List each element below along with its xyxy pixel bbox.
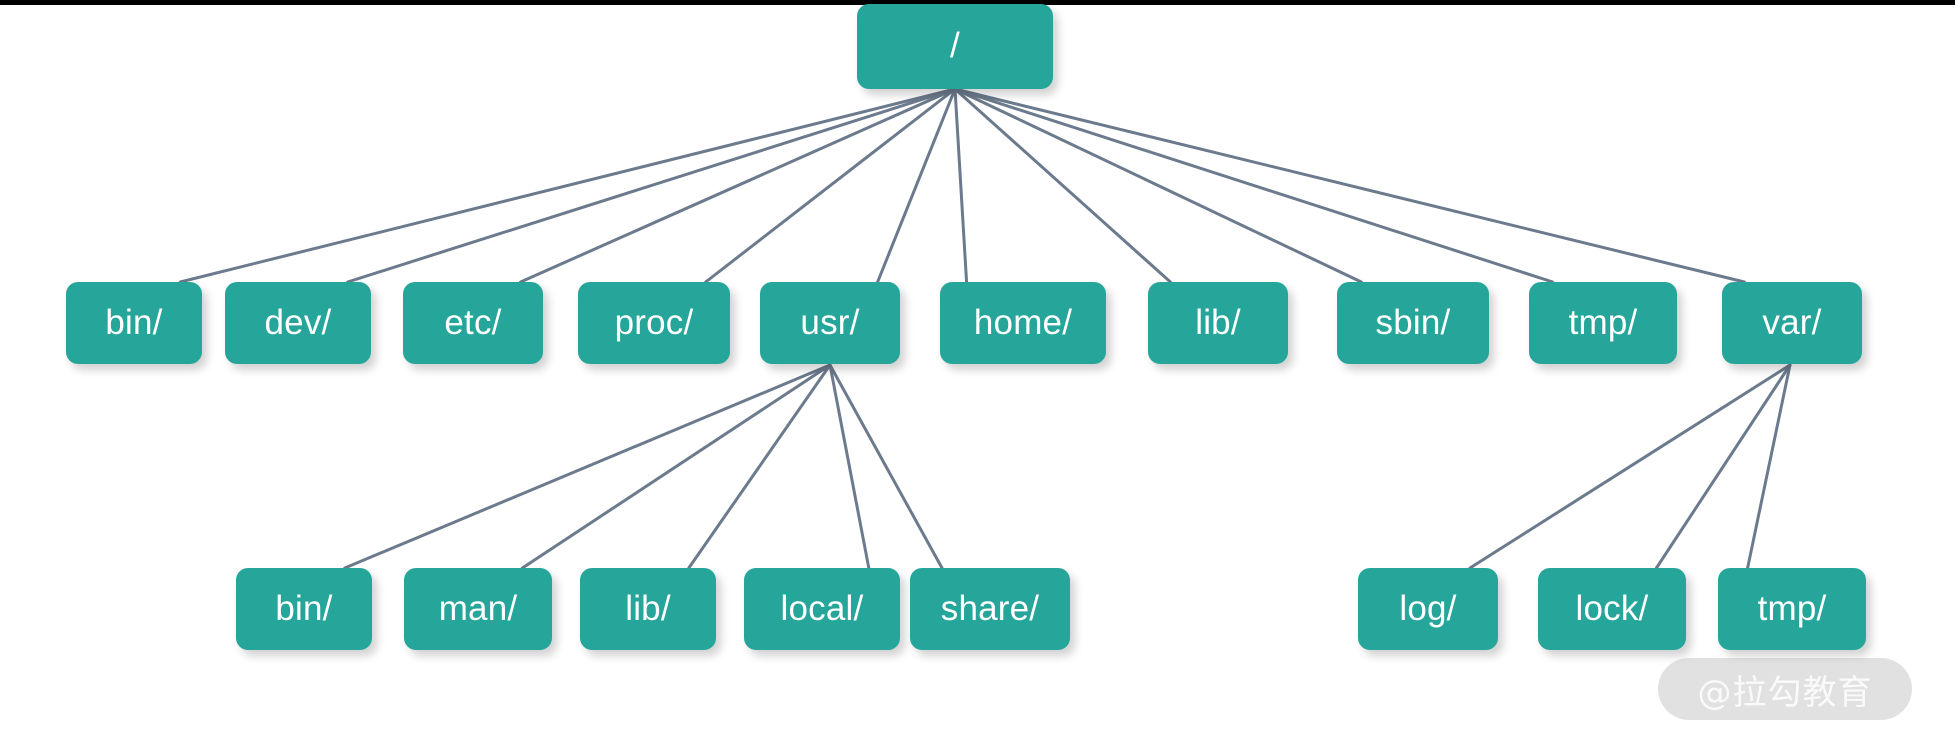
node-usr-lib-label: lib/ [625,588,671,628]
node-sbin[interactable]: sbin/ [1337,282,1489,364]
node-var-tmp-label: tmp/ [1757,588,1827,628]
node-bin-label: bin/ [105,302,163,342]
node-dev[interactable]: dev/ [225,282,371,364]
node-usr-bin[interactable]: bin/ [236,568,372,650]
node-bin[interactable]: bin/ [66,282,202,364]
edge-var-to-var-tmp [1746,363,1792,570]
watermark-badge: @拉勾教育 [1658,658,1912,720]
node-root[interactable]: / [857,4,1053,89]
node-var-lock-label: lock/ [1575,588,1649,628]
edge-usr-to-usr-local [828,363,871,570]
edge-root-to-usr [876,87,957,284]
node-usr-share-label: share/ [940,588,1040,628]
node-dev-label: dev/ [264,302,332,342]
edge-root-to-sbin [953,87,1363,284]
edge-root-to-bin [178,87,957,284]
node-tmp-label: tmp/ [1568,302,1638,342]
node-etc-label: etc/ [444,302,502,342]
edge-root-to-etc [519,87,957,284]
edge-usr-to-usr-lib [687,363,832,570]
edge-var-to-var-lock [1654,363,1792,570]
node-usr-bin-label: bin/ [275,588,333,628]
node-lib-label: lib/ [1195,302,1241,342]
node-sbin-label: sbin/ [1375,302,1451,342]
node-tmp[interactable]: tmp/ [1529,282,1677,364]
node-home[interactable]: home/ [940,282,1106,364]
edge-root-to-dev [346,87,957,284]
edge-root-to-var [953,87,1746,284]
top-black-bar [0,0,1955,5]
node-usr-man-label: man/ [438,588,518,628]
node-var-tmp[interactable]: tmp/ [1718,568,1866,650]
node-var-log-label: log/ [1399,588,1457,628]
edge-root-to-proc [704,87,957,284]
node-var-lock[interactable]: lock/ [1538,568,1686,650]
node-var-label: var/ [1762,302,1822,342]
node-var[interactable]: var/ [1722,282,1862,364]
node-lib[interactable]: lib/ [1148,282,1288,364]
node-usr-man[interactable]: man/ [404,568,552,650]
edge-root-to-tmp [953,87,1555,284]
node-root-label: / [950,26,960,65]
node-usr-local-label: local/ [780,588,864,628]
node-usr-local[interactable]: local/ [744,568,900,650]
edge-usr-to-usr-bin [343,363,832,570]
node-proc[interactable]: proc/ [578,282,730,364]
node-home-label: home/ [973,302,1073,342]
edge-usr-to-usr-share [828,363,944,570]
edge-usr-to-usr-man [520,363,832,570]
node-proc-label: proc/ [614,302,694,342]
node-usr[interactable]: usr/ [760,282,900,364]
edge-var-to-var-log [1468,363,1792,570]
node-etc[interactable]: etc/ [403,282,543,364]
watermark-text: @拉勾教育 [1697,672,1873,713]
edge-root-to-lib [953,87,1172,284]
edge-root-to-home [953,87,969,284]
node-usr-share[interactable]: share/ [910,568,1070,650]
node-var-log[interactable]: log/ [1358,568,1498,650]
node-usr-lib[interactable]: lib/ [580,568,716,650]
node-usr-label: usr/ [800,302,860,342]
